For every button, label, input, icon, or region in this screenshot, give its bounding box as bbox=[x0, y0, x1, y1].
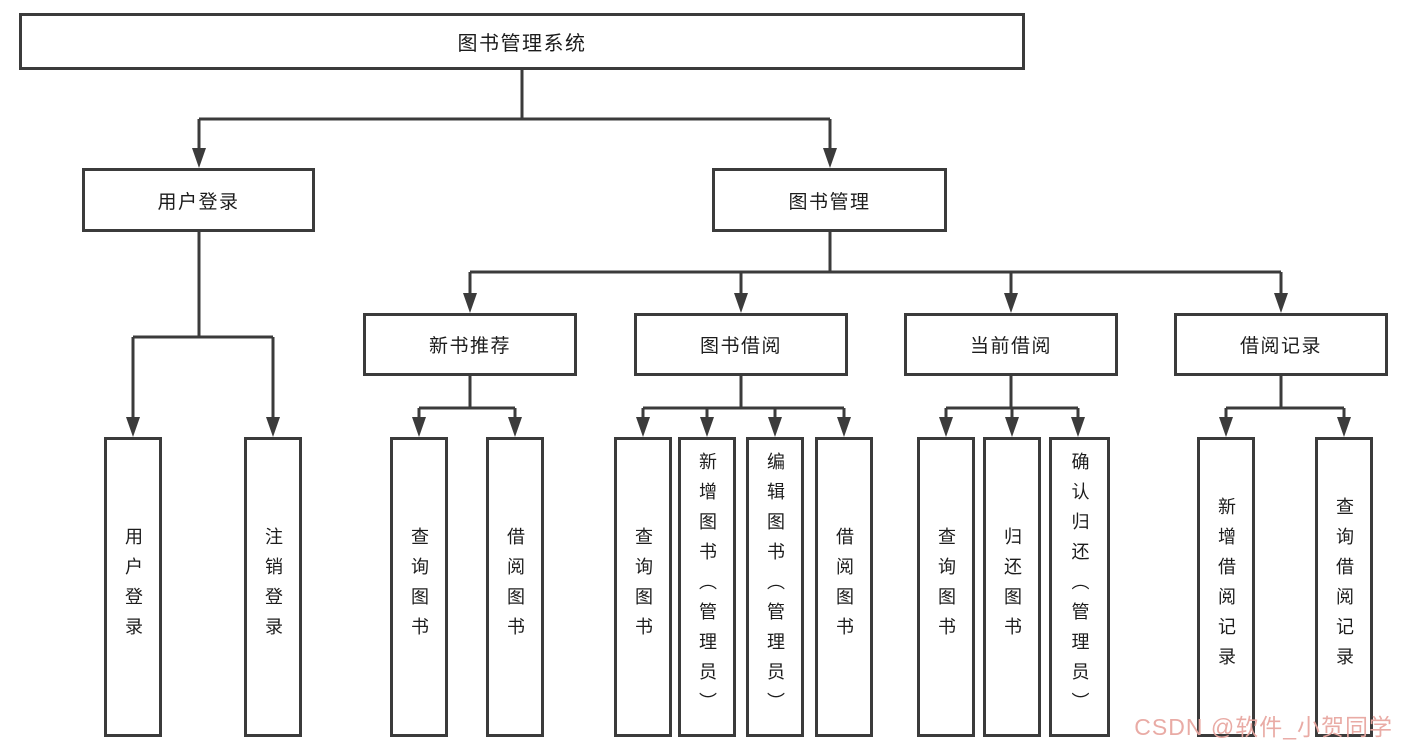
node-borrow-records: 借阅记录 bbox=[1174, 313, 1388, 376]
leaf-confirm-return-admin-label: 确认归还（管理员） bbox=[1069, 452, 1090, 722]
node-user-login: 用户登录 bbox=[82, 168, 315, 232]
leaf-query-books-current: 查询图书 bbox=[917, 437, 975, 737]
leaf-add-book-admin-label: 新增图书（管理员） bbox=[697, 452, 717, 722]
csdn-watermark: CSDN @软件_小贺同学 bbox=[1134, 714, 1393, 740]
leaf-query-books-recommend-label: 查询图书 bbox=[409, 527, 429, 647]
leaf-return-book-label: 归还图书 bbox=[1002, 527, 1022, 647]
leaf-borrow-books-recommend: 借阅图书 bbox=[486, 437, 544, 737]
leaf-query-books-current-label: 查询图书 bbox=[936, 527, 956, 647]
leaf-query-books-borrow-label: 查询图书 bbox=[633, 527, 653, 647]
leaf-add-borrow-record-label: 新增借阅记录 bbox=[1216, 497, 1236, 677]
leaf-query-borrow-record-label: 查询借阅记录 bbox=[1334, 497, 1354, 677]
leaf-query-borrow-record: 查询借阅记录 bbox=[1315, 437, 1373, 737]
node-current-borrow: 当前借阅 bbox=[904, 313, 1118, 376]
node-new-book-recommend: 新书推荐 bbox=[363, 313, 577, 376]
leaf-confirm-return-admin: 确认归还（管理员） bbox=[1049, 437, 1110, 737]
leaf-borrow-books-label: 借阅图书 bbox=[834, 527, 854, 647]
arrow-shafts-path bbox=[131, 119, 1346, 423]
leaf-edit-book-admin: 编辑图书（管理员） bbox=[746, 437, 804, 737]
leaf-borrow-books: 借阅图书 bbox=[815, 437, 873, 737]
node-root: 图书管理系统 bbox=[19, 13, 1025, 70]
leaf-add-book-admin: 新增图书（管理员） bbox=[678, 437, 736, 737]
leaf-logout-label: 注销登录 bbox=[263, 527, 283, 647]
leaf-borrow-books-recommend-label: 借阅图书 bbox=[505, 527, 525, 647]
leaf-query-books-recommend: 查询图书 bbox=[390, 437, 448, 737]
node-book-borrow: 图书借阅 bbox=[634, 313, 848, 376]
leaf-return-book: 归还图书 bbox=[983, 437, 1041, 737]
leaf-logout: 注销登录 bbox=[244, 437, 302, 737]
leaf-edit-book-admin-label: 编辑图书（管理员） bbox=[765, 452, 785, 722]
leaf-query-books-borrow: 查询图书 bbox=[614, 437, 672, 737]
leaf-user-login-label: 用户登录 bbox=[123, 527, 143, 647]
node-book-management: 图书管理 bbox=[712, 168, 947, 232]
leaf-add-borrow-record: 新增借阅记录 bbox=[1197, 437, 1255, 737]
leaf-user-login: 用户登录 bbox=[104, 437, 162, 737]
